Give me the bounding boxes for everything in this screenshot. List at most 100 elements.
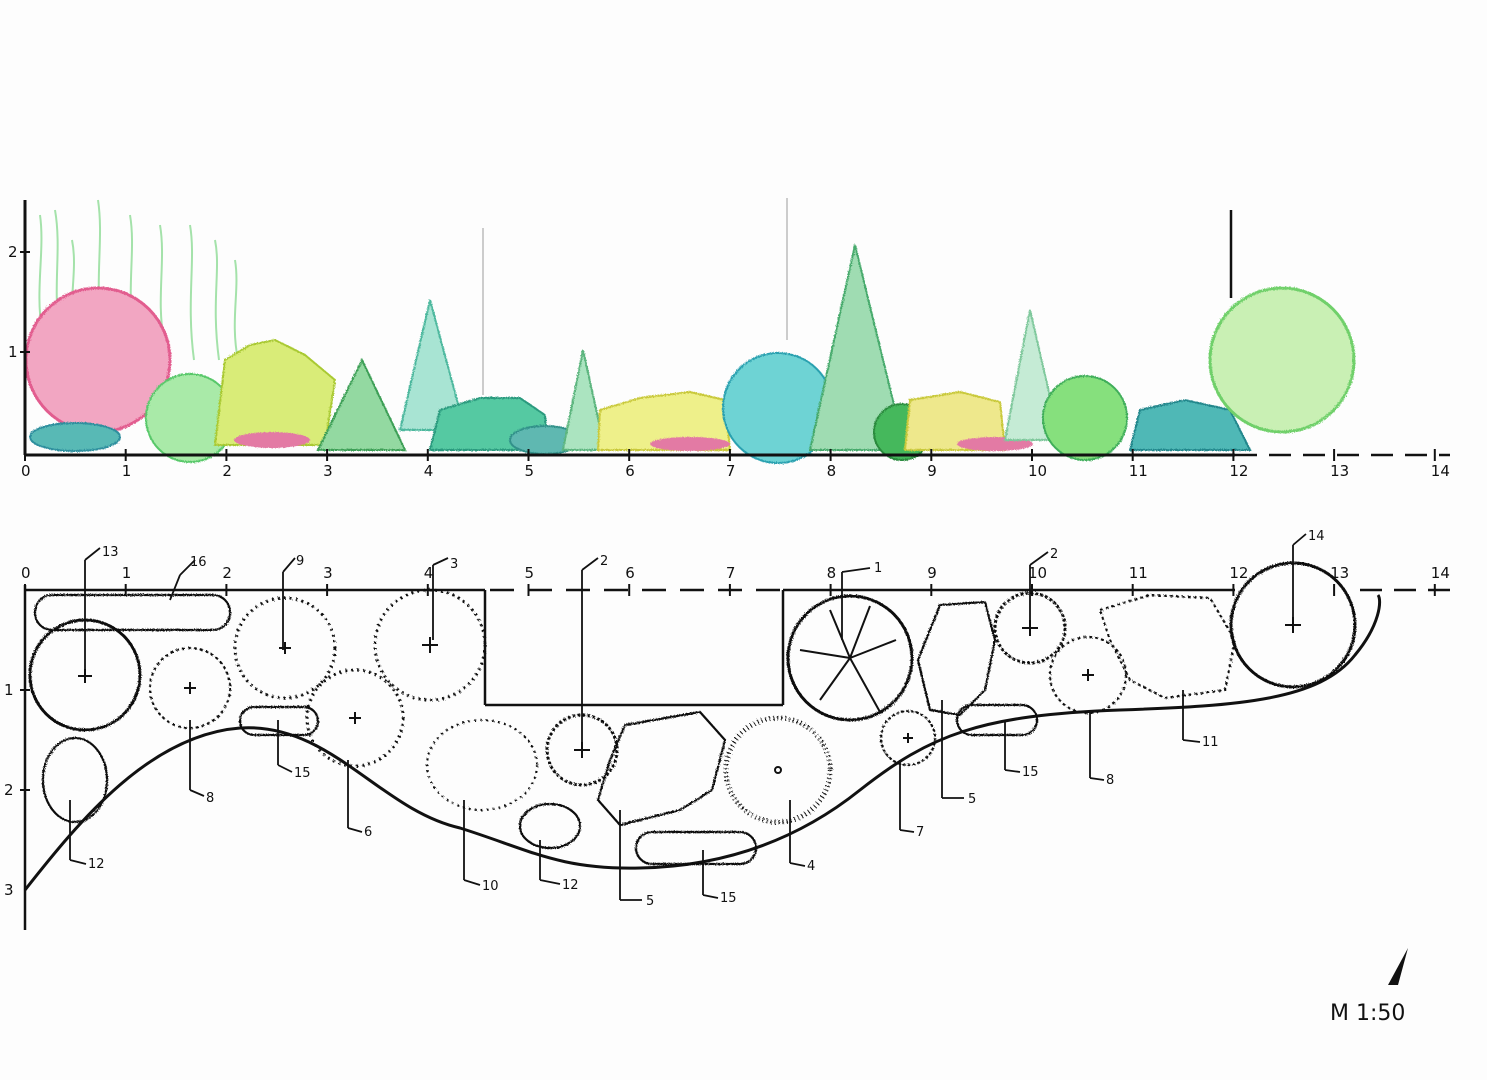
plan-x-tick-label: 1 bbox=[122, 564, 132, 582]
label-11: 11 bbox=[1202, 735, 1219, 750]
label-12a: 12 bbox=[88, 857, 105, 872]
plant-15-symbol-a bbox=[238, 705, 320, 737]
label-5b: 5 bbox=[968, 792, 976, 807]
plan-x-tick-label: 3 bbox=[323, 564, 333, 582]
label-8b: 8 bbox=[1106, 773, 1114, 788]
low-pink-planting bbox=[650, 437, 730, 451]
plan-x-tick-label: 4 bbox=[424, 564, 434, 582]
plant-15-symbol-b bbox=[634, 830, 758, 866]
bed-front-edge bbox=[23, 594, 1382, 891]
plant-6-symbol bbox=[305, 668, 405, 768]
plant-2-symbol-b bbox=[993, 591, 1067, 665]
elevation-x-tick-label: 10 bbox=[1028, 462, 1047, 480]
y-tick-label: 2 bbox=[8, 243, 18, 261]
label-13: 13 bbox=[102, 545, 119, 560]
elevation-x-tick-label: 14 bbox=[1431, 462, 1450, 480]
low-pink-planting bbox=[234, 432, 310, 448]
y-tick-label: 1 bbox=[8, 343, 18, 361]
label-5a: 5 bbox=[646, 894, 654, 909]
low-ground-shrub bbox=[29, 422, 121, 452]
elevation-x-tick-label: 8 bbox=[827, 462, 837, 480]
ornamental-grass-strokes bbox=[38, 199, 239, 361]
plant-16-symbol bbox=[33, 593, 232, 632]
elevation-x-tick-label: 4 bbox=[424, 462, 434, 480]
label-14: 14 bbox=[1308, 529, 1325, 544]
tall-conifer bbox=[808, 244, 907, 451]
elevation-x-tick-label: 11 bbox=[1129, 462, 1148, 480]
plan-x-tick-label: 12 bbox=[1229, 564, 1248, 582]
plant-12-symbol-b bbox=[518, 802, 582, 850]
plan-x-tick-label: 9 bbox=[927, 564, 937, 582]
plant-4-symbol bbox=[723, 715, 833, 825]
label-1: 1 bbox=[874, 561, 882, 576]
plant-5-symbol-a bbox=[596, 710, 727, 827]
elevation-x-tick-label: 2 bbox=[222, 462, 232, 480]
plan-x-tick-label: 10 bbox=[1028, 564, 1047, 582]
conifer-tall bbox=[398, 299, 467, 431]
elevation-x-tick-label: 9 bbox=[927, 462, 937, 480]
label-16: 16 bbox=[190, 555, 207, 570]
plan-x-tick-label: 14 bbox=[1431, 564, 1450, 582]
plant-1-symbol bbox=[786, 594, 914, 722]
label-leaders bbox=[69, 533, 1307, 901]
plant-11-symbol bbox=[1098, 593, 1237, 700]
narrow-conifer bbox=[561, 349, 607, 451]
y-tick-label: 3 bbox=[4, 881, 14, 899]
label-15b: 15 bbox=[720, 891, 737, 906]
round-green-shrub bbox=[1042, 375, 1128, 461]
label-4: 4 bbox=[807, 859, 815, 874]
elevation-x-tick-label: 0 bbox=[21, 462, 31, 480]
conifer-shrub bbox=[316, 357, 407, 451]
plant-15-symbol-c bbox=[955, 703, 1039, 737]
label-3: 3 bbox=[450, 557, 458, 572]
elevation-x-tick-label: 12 bbox=[1229, 462, 1248, 480]
elevation-x-tick-label: 5 bbox=[525, 462, 535, 480]
label-6: 6 bbox=[364, 825, 372, 840]
plan-x-tick-label: 8 bbox=[827, 564, 837, 582]
y-tick-label: 1 bbox=[4, 681, 14, 699]
plan-y-ticks: 1 2 3 bbox=[4, 681, 30, 899]
plan-x-tick-label: 0 bbox=[21, 564, 31, 582]
large-tree-crown bbox=[1208, 286, 1356, 434]
y-tick-label: 2 bbox=[4, 781, 14, 799]
plant-7-symbol bbox=[879, 709, 937, 767]
elevation-x-tick-label: 3 bbox=[323, 462, 333, 480]
label-15a: 15 bbox=[294, 766, 311, 781]
plan-x-tick-label: 6 bbox=[625, 564, 635, 582]
elevation-x-tick-label: 7 bbox=[726, 462, 736, 480]
yellow-grass-clump bbox=[213, 338, 337, 446]
label-2a: 2 bbox=[600, 554, 608, 569]
plant-5-symbol-b bbox=[916, 600, 997, 717]
label-7: 7 bbox=[916, 825, 924, 840]
plant-9-symbol bbox=[233, 596, 337, 700]
plant-8-symbol-b bbox=[1048, 635, 1128, 715]
plant-number-labels: 13 16 9 3 2 1 2 14 8 15 6 12 10 12 5 15 … bbox=[88, 529, 1325, 909]
elevation-x-tick-label: 6 bbox=[625, 462, 635, 480]
plan-x-tick-label: 11 bbox=[1129, 564, 1148, 582]
plant-2-symbol-a bbox=[545, 713, 619, 787]
plant-3-symbol bbox=[373, 588, 487, 702]
scale-label: M 1:50 bbox=[1330, 1001, 1405, 1026]
blue-green-shrub bbox=[1128, 398, 1252, 451]
plan-x-tick-label: 5 bbox=[525, 564, 535, 582]
elevation-y-ticks: 1 2 bbox=[8, 243, 30, 361]
label-9: 9 bbox=[296, 554, 304, 569]
label-2b: 2 bbox=[1050, 547, 1058, 562]
label-15c: 15 bbox=[1022, 765, 1039, 780]
plan-x-tick-label: 2 bbox=[222, 564, 232, 582]
plan-plant-symbols bbox=[28, 561, 1357, 866]
plant-10-symbol bbox=[425, 718, 539, 812]
elevation-x-tick-label: 13 bbox=[1330, 462, 1349, 480]
plant-12-symbol-a bbox=[41, 736, 109, 824]
plan-x-tick-label: 7 bbox=[726, 564, 736, 582]
label-12b: 12 bbox=[562, 878, 579, 893]
label-8a: 8 bbox=[206, 791, 214, 806]
elevation-x-tick-label: 1 bbox=[122, 462, 132, 480]
label-10: 10 bbox=[482, 879, 499, 894]
